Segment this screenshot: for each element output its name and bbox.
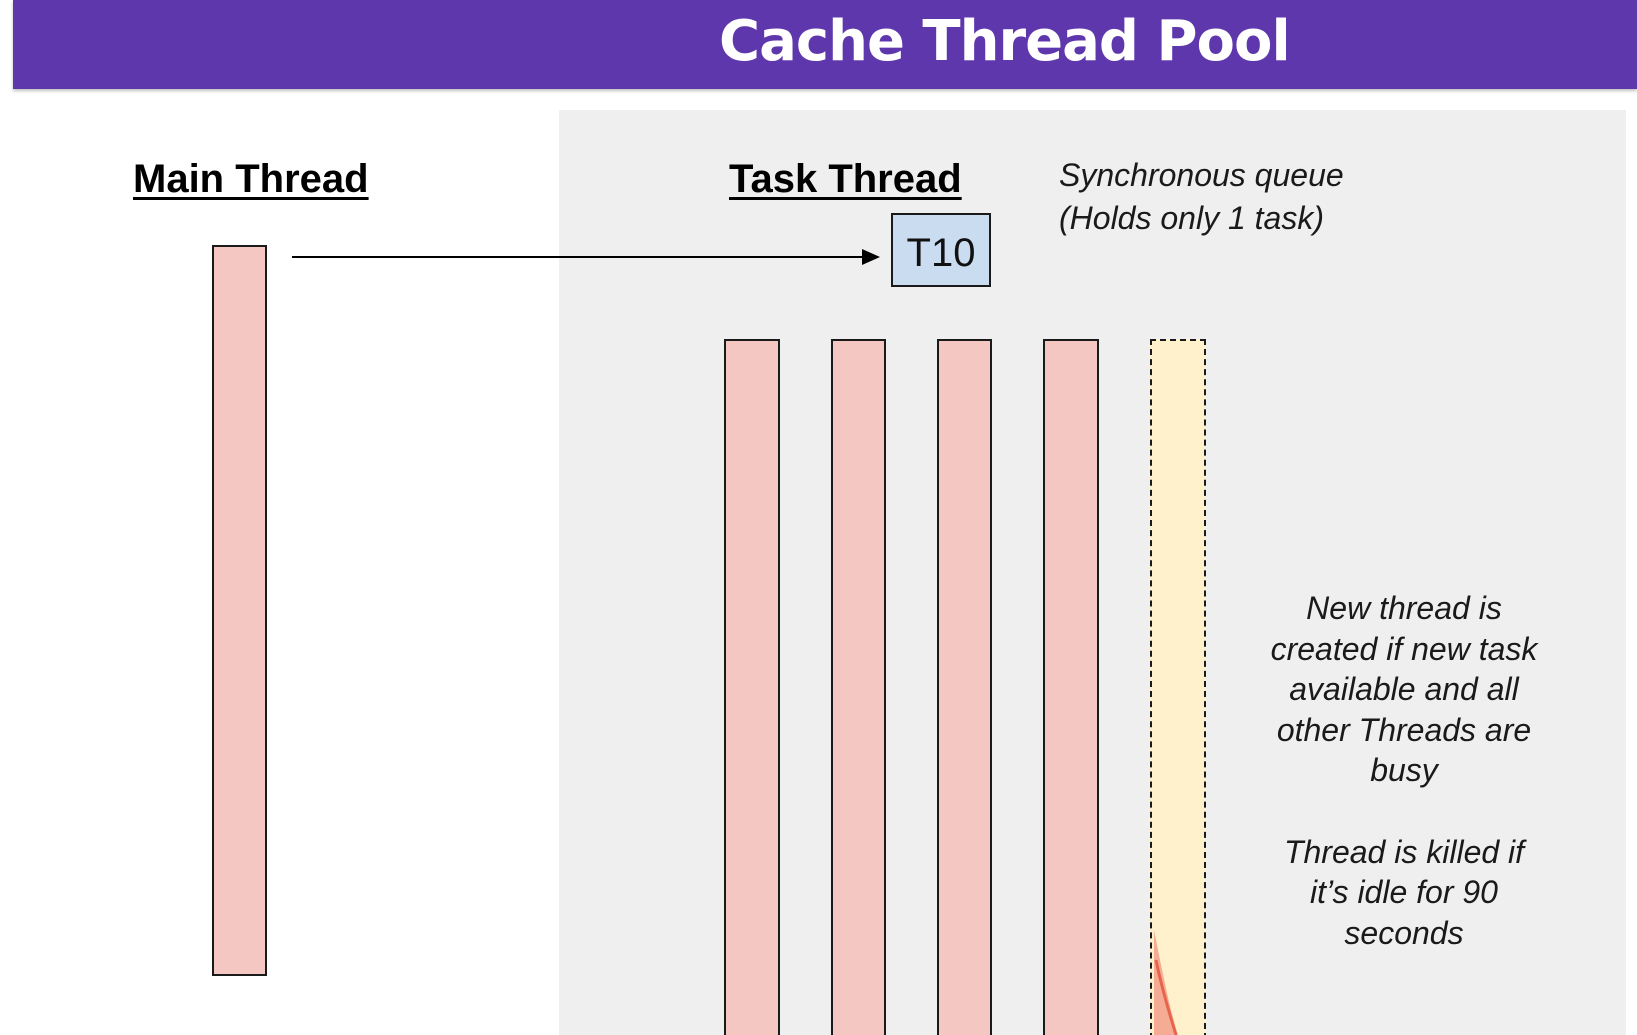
killed-note-line-2: it’s idle for 90 (1310, 874, 1498, 910)
main-thread-heading: Main Thread (133, 157, 369, 201)
new-thread-note-line-2: created if new task (1270, 630, 1538, 667)
slide-title: Cache Thread Pool (719, 9, 1291, 74)
title-bar (13, 0, 1637, 89)
new-thread-note-line-4: other Threads are (1276, 711, 1532, 748)
worker-thread-bar (724, 339, 780, 1035)
thread-lifecycle-note: New thread is created if new task availa… (1240, 588, 1568, 953)
worker-thread-bar (937, 339, 992, 1035)
queue-note-line-2: (Holds only 1 task) (1059, 200, 1324, 236)
new-worker-thread-bar (1150, 339, 1206, 1035)
queue-note: Synchronous queue (Holds only 1 task) (1059, 154, 1344, 240)
queued-task-label: T10 (906, 230, 976, 275)
worker-thread-bar (831, 339, 886, 1035)
queue-note-line-1: Synchronous queue (1059, 157, 1344, 193)
new-thread-note-line-3: available and all (1289, 671, 1519, 707)
worker-thread-bar (1043, 339, 1099, 1035)
killed-note-line-1: Thread is killed if (1283, 833, 1525, 870)
new-thread-note-line-5: busy (1370, 752, 1438, 788)
new-thread-note-line-1: New thread is (1306, 590, 1502, 626)
killed-note-line-3: seconds (1344, 914, 1464, 951)
main-thread-bar (212, 245, 267, 976)
note-spacer (1240, 791, 1568, 832)
queued-task-box: T10 (891, 213, 991, 287)
mouse-pointer-icon (1154, 930, 1178, 1035)
submit-task-arrow (292, 249, 880, 265)
task-thread-heading: Task Thread (729, 157, 962, 201)
